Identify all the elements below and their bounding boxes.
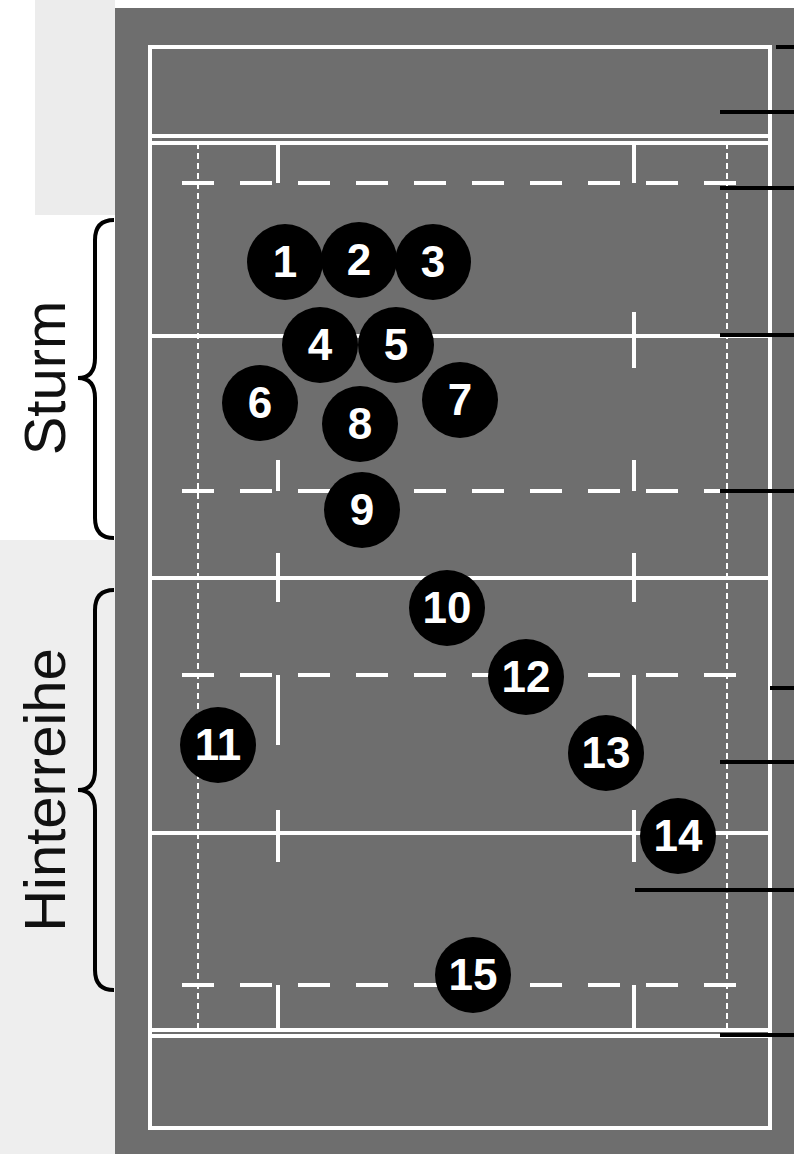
- five-metre-lines: [198, 143, 727, 1030]
- player-number: 1: [273, 240, 297, 284]
- player-circle: 14: [640, 798, 716, 874]
- player-circle: 6: [222, 365, 298, 441]
- player-circle: 8: [322, 386, 398, 462]
- player-number: 6: [248, 381, 272, 425]
- player-number: 7: [448, 378, 472, 422]
- player-number: 9: [350, 488, 374, 532]
- player-circle: 1: [247, 224, 323, 300]
- group-bracket: [78, 220, 114, 990]
- player-number: 8: [348, 402, 372, 446]
- pitch-ground: [115, 8, 794, 1154]
- player-circle: 12: [488, 639, 564, 715]
- tick-marks: [278, 143, 634, 1030]
- player-number: 11: [195, 723, 242, 767]
- player-number: 10: [423, 586, 472, 630]
- player-circle: 7: [422, 362, 498, 438]
- player-circle: 3: [395, 224, 471, 300]
- faded-photo: [0, 540, 115, 1154]
- player-circle: 5: [358, 307, 434, 383]
- group-label: Hinterreihe: [16, 648, 74, 932]
- player-circle: 4: [282, 307, 358, 383]
- player-number: 12: [502, 655, 551, 699]
- player-number: 13: [582, 731, 631, 775]
- player-circle: 10: [409, 570, 485, 646]
- player-circle: 13: [568, 715, 644, 791]
- edge-markers: [635, 47, 794, 1035]
- player-circle: 2: [321, 222, 397, 298]
- player-number: 3: [421, 240, 445, 284]
- player-circle: 9: [324, 472, 400, 548]
- player-circle: 15: [435, 937, 511, 1013]
- player-number: 5: [384, 323, 408, 367]
- pitch-lines: [150, 47, 770, 1128]
- player-number: 15: [449, 953, 498, 997]
- group-label: Sturm: [16, 301, 74, 456]
- dashed-lines: [182, 183, 740, 985]
- player-number: 14: [654, 814, 703, 858]
- faded-photo: [35, 0, 115, 215]
- player-number: 4: [308, 323, 332, 367]
- player-number: 2: [347, 238, 371, 282]
- player-circle: 11: [180, 707, 256, 783]
